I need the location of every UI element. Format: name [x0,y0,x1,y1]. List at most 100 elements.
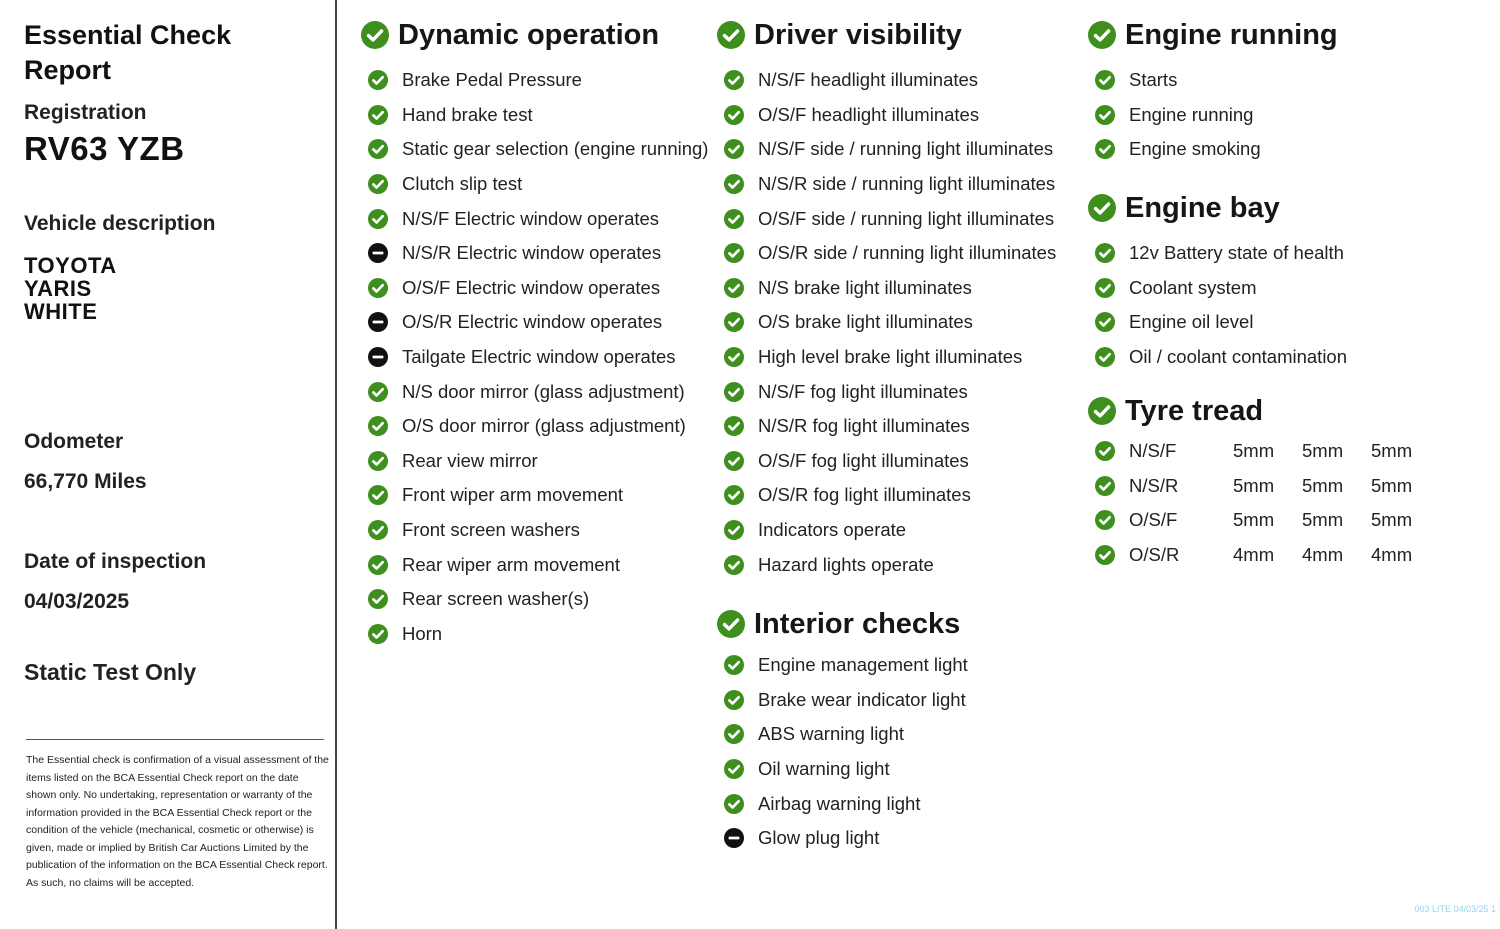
check-circle-icon [724,450,744,471]
disclaimer-text: The Essential check is confirmation of a… [26,754,329,889]
check-item: N/S/R Electric window operates [361,236,708,271]
check-item: Airbag warning light [717,786,968,821]
section-title: Interior checks [754,607,961,640]
check-item-label: O/S/R Electric window operates [402,311,663,333]
tyre-depth: 5mm [1371,440,1413,462]
minus-circle-icon [368,243,388,264]
check-circle-icon [724,174,744,195]
check-item-label: Clutch slip test [402,173,523,195]
check-item-label: N/S/F Electric window operates [402,207,660,229]
check-circle-icon [724,347,744,368]
odometer-label: Odometer [24,430,124,453]
check-circle-icon [1095,139,1115,160]
check-item-label: Rear view mirror [402,449,538,471]
check-circle-icon [1088,397,1116,425]
check-item: Front screen washers [361,513,708,548]
check-item: N/S/F side / running light illuminates [717,132,1056,167]
tyre-position: O/S/R [1129,544,1180,566]
section-header: Engine bay [1088,190,1347,226]
check-item-label: O/S/R side / running light illuminates [758,242,1057,264]
vehicle-make: TOYOTA [24,253,117,278]
check-item-label: Rear wiper arm movement [402,553,620,575]
check-item: Engine management light [717,648,968,683]
check-item-label: 12v Battery state of health [1129,242,1344,264]
check-item-label: High level brake light illuminates [758,346,1023,368]
check-item: Engine running [1088,98,1338,133]
check-item-label: Engine running [1129,103,1254,125]
vehicle-colour: WHITE [24,299,98,324]
check-item: Glow plug light [717,821,968,856]
inspection-date-label: Date of inspection [24,550,207,573]
check-item-label: Engine smoking [1129,138,1261,160]
check-circle-icon [1095,312,1115,333]
check-item-label: O/S door mirror (glass adjustment) [402,415,686,437]
check-item: Coolant system [1088,271,1347,306]
section-title: Tyre tread [1125,394,1264,427]
check-circle-icon [724,520,744,541]
check-circle-icon [724,243,744,264]
check-item: Brake wear indicator light [717,683,968,718]
check-item-label: Brake Pedal Pressure [402,69,582,91]
check-item-label: N/S/F fog light illuminates [758,380,968,402]
tyre-depth: 4mm [1302,544,1344,566]
check-item: N/S door mirror (glass adjustment) [361,374,708,409]
tyre-depth: 5mm [1371,474,1413,496]
check-item: Tailgate Electric window operates [361,340,708,375]
check-item-label: Front wiper arm movement [402,484,624,506]
check-circle-icon [724,416,744,437]
check-circle-icon [724,689,744,710]
check-circle-icon [1095,545,1115,566]
section-header: Driver visibility [717,17,1056,53]
check-item-label: O/S/F Electric window operates [402,276,661,298]
check-circle-icon [724,724,744,745]
check-item: O/S/F headlight illuminates [717,98,1056,133]
check-item-label: Brake wear indicator light [758,688,966,710]
tyre-depth: 5mm [1302,440,1344,462]
document-watermark: 003 LITE 04/03/25 1 [1414,904,1496,914]
check-circle-icon [1095,441,1115,462]
check-circle-icon [1088,21,1116,49]
check-circle-icon [724,104,744,125]
check-item-label: N/S/R side / running light illuminates [758,173,1056,195]
check-item: 12v Battery state of health [1088,236,1347,271]
check-item: Hazard lights operate [717,547,1056,582]
check-item: N/S/R fog light illuminates [717,409,1056,444]
check-item: ABS warning light [717,717,968,752]
check-circle-icon [717,21,745,49]
check-item: N/S/F Electric window operates [361,201,708,236]
section-driver-visibility: Driver visibility N/S/F headlight illumi… [717,17,1056,582]
check-item-label: ABS warning light [758,723,905,745]
check-circle-icon [1095,347,1115,368]
tyre-depth: 5mm [1302,474,1344,496]
check-item: Rear wiper arm movement [361,547,708,582]
check-circle-icon [1095,70,1115,91]
check-item-label: N/S/R fog light illuminates [758,415,970,437]
check-circle-icon [1095,243,1115,264]
check-item: Clutch slip test [361,167,708,202]
check-circle-icon [724,485,744,506]
check-circle-icon [368,416,388,437]
check-item-label: Glow plug light [758,827,880,849]
check-item: O/S/R side / running light illuminates [717,236,1056,271]
check-circle-icon [724,554,744,575]
registration-value: RV63 YZB [24,130,185,167]
check-item: N/S/F headlight illuminates [717,63,1056,98]
check-item-label: Engine oil level [1129,311,1254,333]
check-item-label: N/S brake light illuminates [758,276,972,298]
check-circle-icon [368,381,388,402]
check-circle-icon [368,104,388,125]
check-item: Starts [1088,63,1338,98]
section-title: Engine bay [1125,191,1280,224]
check-item: O/S/R fog light illuminates [717,478,1056,513]
minus-circle-icon [368,347,388,368]
check-circle-icon [1095,104,1115,125]
check-item-label: Oil / coolant contamination [1129,346,1348,368]
check-item-label: N/S/R Electric window operates [402,242,662,264]
